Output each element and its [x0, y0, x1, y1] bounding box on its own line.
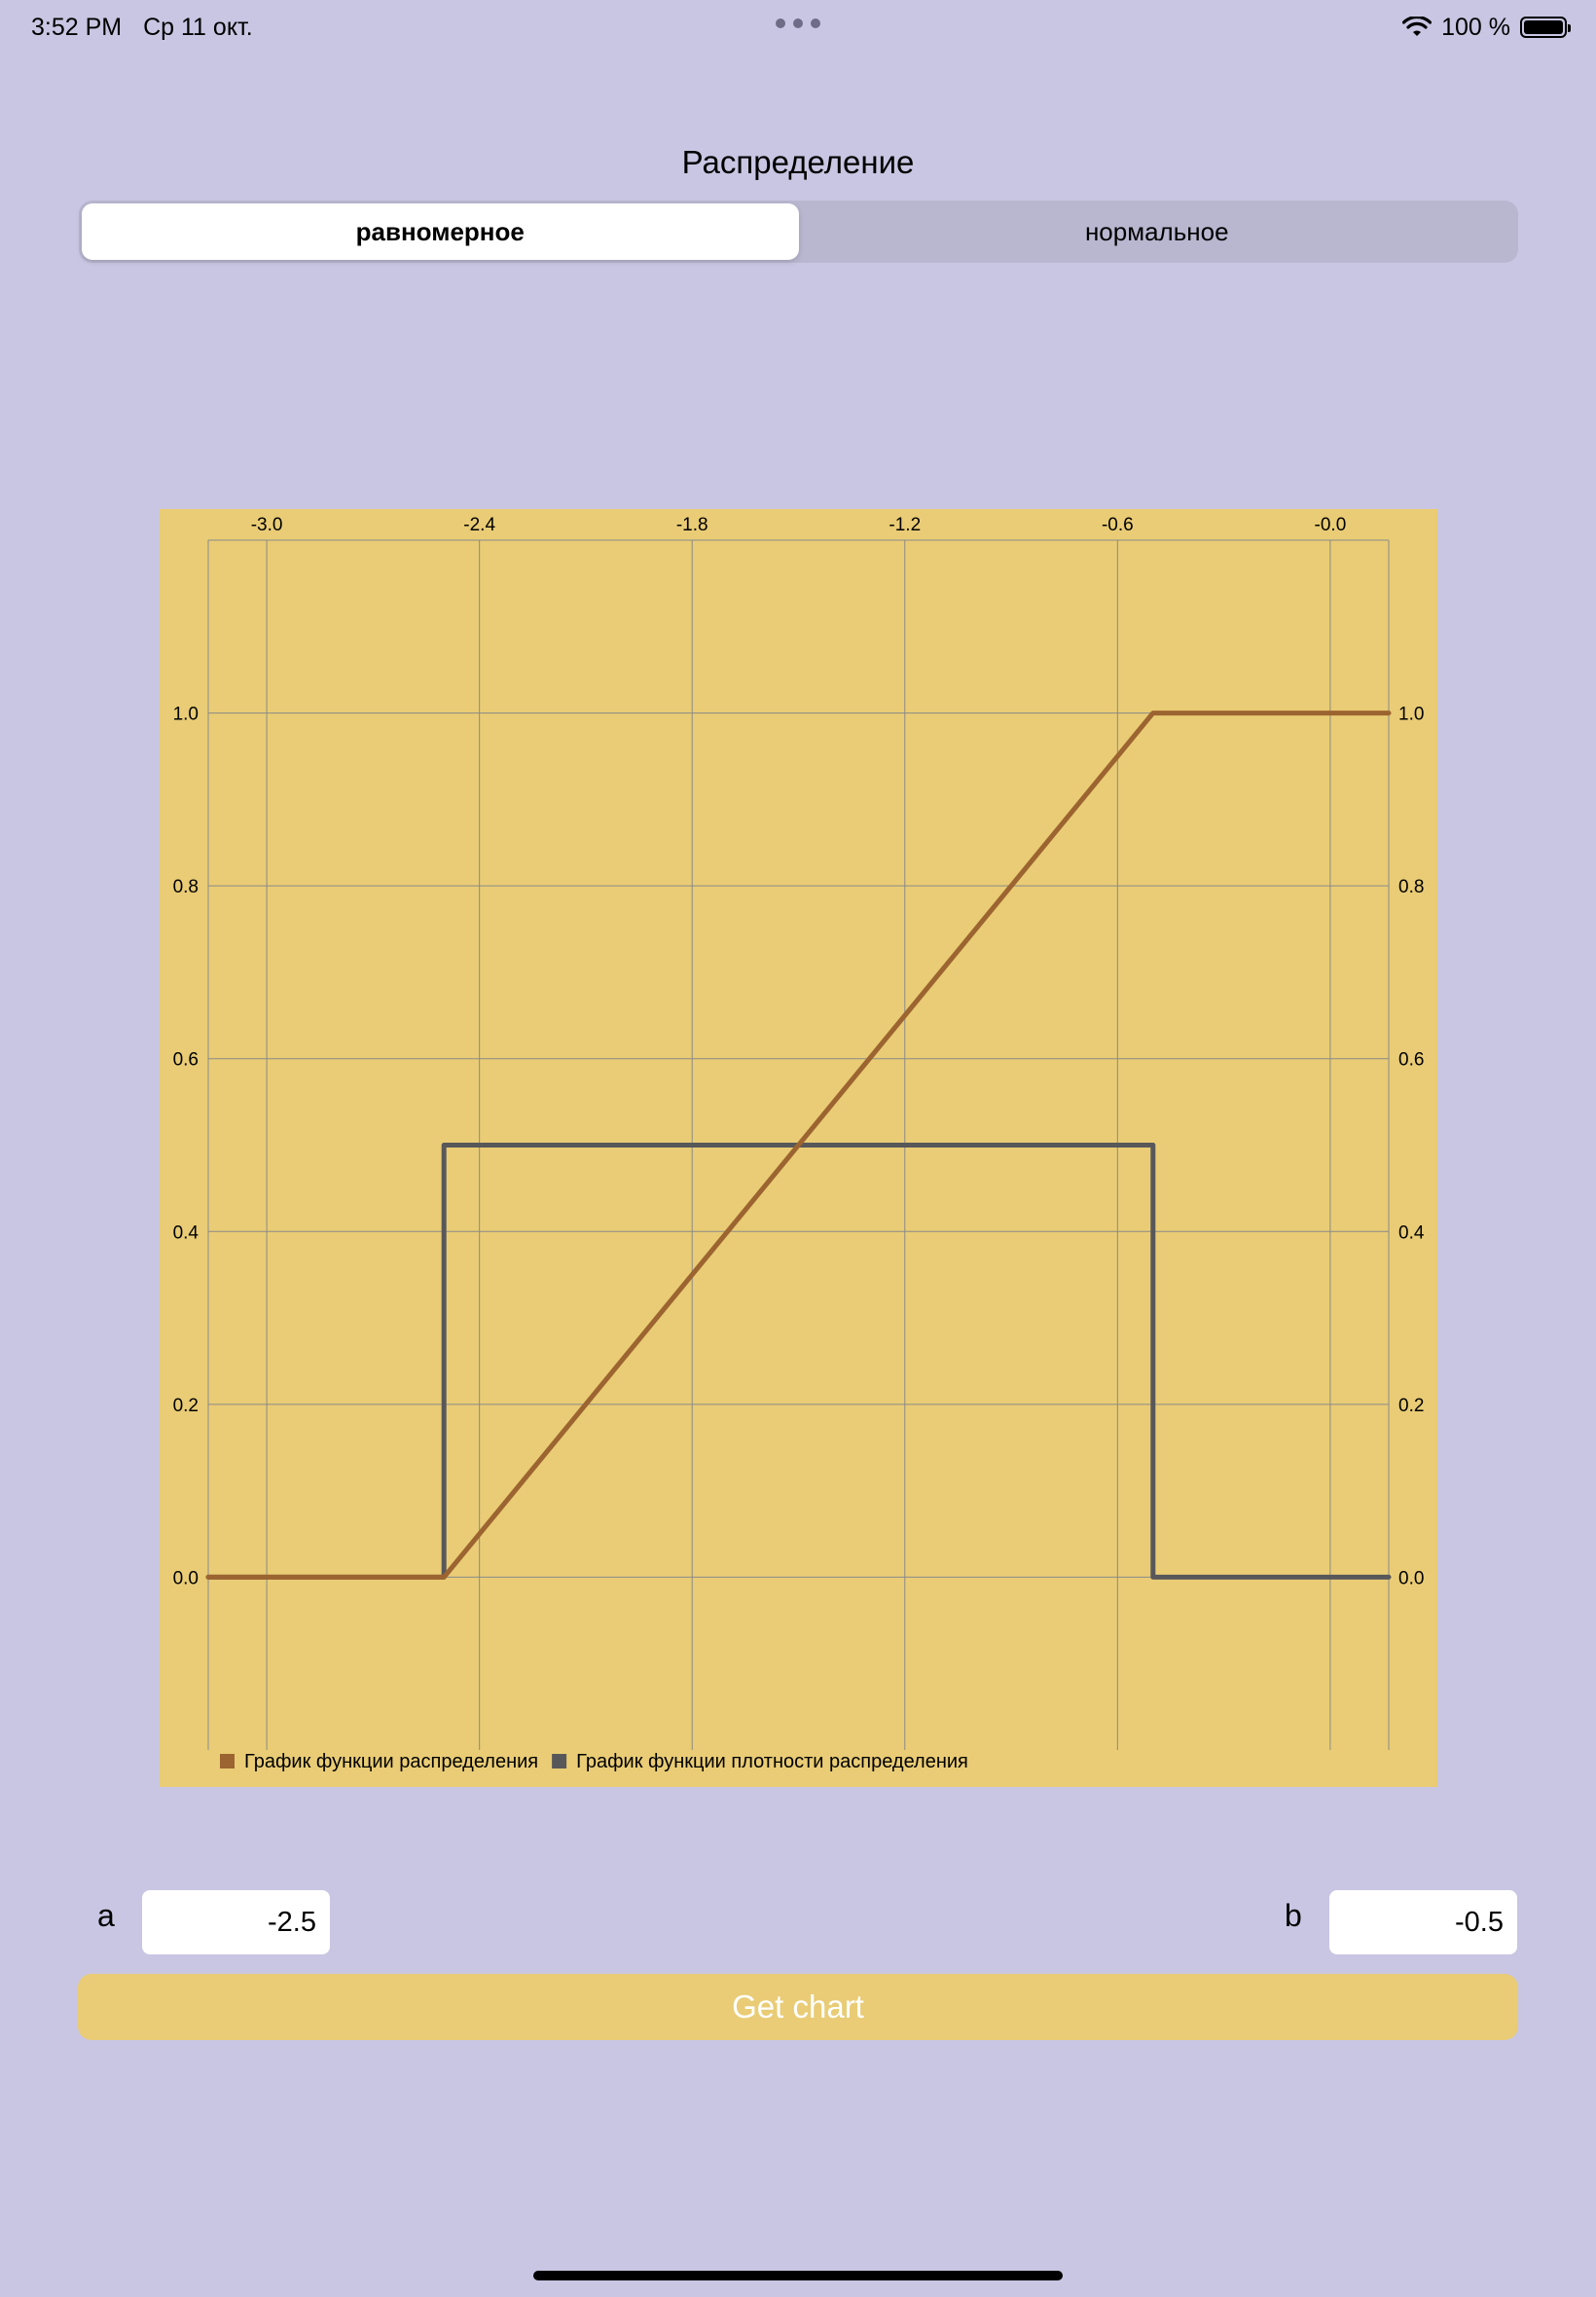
- y-tick-label-right: 0.0: [1398, 1568, 1424, 1588]
- home-indicator[interactable]: [533, 2271, 1063, 2280]
- legend-label-pdf: График функции плотности распределения: [576, 1751, 968, 1772]
- a-input[interactable]: [142, 1890, 330, 1954]
- y-tick-label-left: 0.4: [173, 1222, 200, 1243]
- distribution-chart: -3.0 -2.4 -1.8 -1.2 -0.6 -0.0 0.0 0.0 0.2 0.2 0.4 0…: [160, 509, 1437, 1787]
- x-tick-label: -0.0: [1315, 515, 1347, 535]
- wifi-icon: [1402, 17, 1433, 36]
- a-label: a: [97, 1898, 115, 1933]
- x-tick-label: -0.6: [1102, 515, 1134, 535]
- battery-icon: [1520, 17, 1571, 38]
- status-bar-right: 100 %: [1402, 8, 1571, 47]
- y-tick-label-left: 0.0: [173, 1568, 199, 1588]
- status-bar-left: 3:52 PM Ср 11 окт.: [31, 8, 253, 47]
- segment-uniform[interactable]: равномерное: [82, 203, 799, 260]
- status-time: 3:52 PM: [31, 13, 123, 41]
- b-label: b: [1285, 1898, 1302, 1933]
- x-tick-label: -1.2: [889, 515, 921, 535]
- x-tick-label: -1.8: [676, 515, 708, 535]
- get-chart-button[interactable]: Get chart: [78, 1974, 1518, 2040]
- y-tick-label-right: 0.2: [1398, 1396, 1424, 1416]
- battery-percent: 100 %: [1441, 13, 1510, 41]
- y-tick-label-left: 0.6: [173, 1050, 199, 1071]
- b-input[interactable]: [1329, 1890, 1517, 1954]
- distribution-segmented-control: равномерное нормальное: [79, 201, 1518, 263]
- x-tick-label: -3.0: [251, 515, 283, 535]
- segment-normal[interactable]: нормальное: [1084, 216, 1229, 246]
- multitasking-dots-icon[interactable]: [776, 18, 820, 29]
- cdf-series-line: [205, 711, 1392, 1580]
- y-tick-label-right: 0.8: [1398, 877, 1424, 897]
- legend-swatch-cdf: [220, 1754, 235, 1768]
- x-tick-label: -2.4: [463, 515, 495, 535]
- y-tick-label-left: 0.8: [173, 877, 199, 897]
- legend-swatch-pdf: [552, 1754, 567, 1768]
- y-tick-label-right: 0.4: [1398, 1222, 1425, 1243]
- status-date: Ср 11 окт.: [143, 13, 253, 41]
- y-tick-label-right: 1.0: [1398, 705, 1424, 725]
- y-tick-label-left: 1.0: [173, 705, 199, 725]
- page-title: Распределение: [681, 144, 915, 180]
- y-tick-label-right: 0.6: [1398, 1050, 1424, 1071]
- y-tick-label-left: 0.2: [173, 1396, 199, 1416]
- legend-label-cdf: График функции распределения: [244, 1751, 538, 1772]
- chart-svg: -3.0 -2.4 -1.8 -1.2 -0.6 -0.0 0.0 0.0 0.2 0.2 0.4 0…: [160, 509, 1437, 1787]
